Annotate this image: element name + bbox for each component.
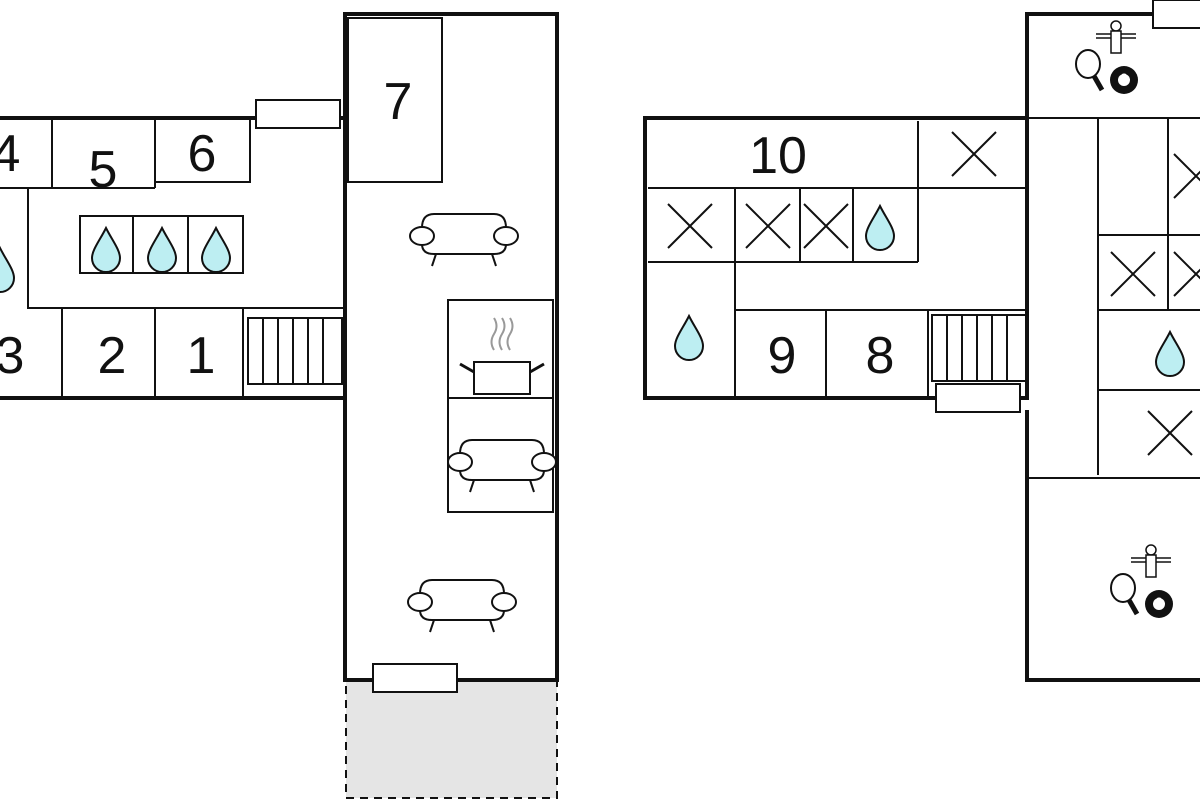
bedroom-x-icon [667,203,713,249]
bathroom-icon [674,315,704,361]
stairs-icon [931,314,1027,382]
sofa-icon [407,579,517,633]
bedroom-x-icon [1173,251,1200,297]
window [1152,0,1200,29]
room-number: 7 [384,73,413,131]
stairs-icon [247,317,343,385]
sofa-icon [409,213,519,267]
bathroom-icon [91,227,121,273]
sofa-icon [447,439,557,493]
bathroom-icon [1155,331,1185,377]
kitchen-icon [459,317,545,395]
room-number: 1 [187,327,216,385]
bathroom-icon [201,227,231,273]
bedroom-x-icon [951,131,997,177]
room-number: 6 [188,125,217,183]
terrace [345,679,558,799]
left-building: 4 5 6 7 3 2 1 [0,12,559,799]
room-number: 3 [0,327,24,385]
bathroom-icon [147,227,177,273]
room-number: 9 [768,327,797,385]
door [372,663,458,693]
bedroom-x-icon [1173,153,1200,199]
room-number: 10 [749,127,807,185]
bedroom-x-icon [1147,410,1193,456]
billiard-ball-label: 8 [1121,72,1127,84]
door [935,383,1021,413]
billiard-ball-label: 8 [1156,596,1162,608]
game-room-icon: 8 [1111,545,1173,618]
room-number: 4 [0,125,20,183]
room-number: 2 [98,327,127,385]
bathroom-icon [0,247,15,293]
bedroom-x-icon [1110,251,1156,297]
game-room-icon: 8 [1076,21,1138,94]
window [255,99,341,129]
room-number: 5 [89,141,118,199]
bedroom-x-icon [803,203,849,249]
right-building: 8 8 10 9 8 [643,0,1200,682]
room-number: 8 [866,327,895,385]
bathroom-icon [865,205,895,251]
bedroom-x-icon [745,203,791,249]
